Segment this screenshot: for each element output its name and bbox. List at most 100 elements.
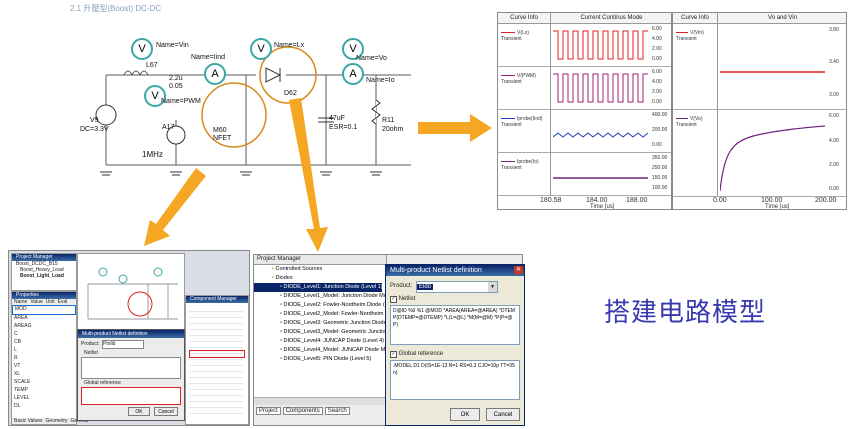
property-row[interactable]: TEMP: [14, 387, 28, 393]
tree-item[interactable]: ▪ Diodes: [254, 274, 386, 283]
ok-button[interactable]: OK: [128, 407, 150, 416]
tick-label: 350.00: [652, 155, 668, 161]
property-row[interactable]: LEVEL: [14, 395, 30, 401]
property-row[interactable]: AREA: [14, 315, 28, 321]
global-reference-textarea[interactable]: .MODEL D1 D(IS=1E-13 N=1 RS=0.3 CJO=10p …: [390, 360, 520, 400]
tab-search[interactable]: Search: [324, 407, 350, 415]
tick-label: 250.00: [652, 165, 668, 171]
tree-item[interactable]: ▫ DIODE_Level4_Model: JUNCAP Diode Mode: [254, 346, 394, 355]
trace-swatch: [501, 32, 515, 34]
voltmeter-lx[interactable]: V: [250, 38, 272, 60]
property-row[interactable]: L: [14, 347, 17, 353]
probe-vo-label: Name=Vo: [356, 55, 387, 62]
trace-name: Iprobe(Io): [517, 159, 539, 165]
tick-label: 0.00: [652, 142, 662, 148]
global-textarea[interactable]: [81, 387, 181, 405]
cancel-button[interactable]: Cancel: [486, 408, 520, 421]
bottom-tabs: Project Components Search: [256, 407, 350, 415]
tab-geometry[interactable]: Geometry: [45, 418, 68, 424]
ammeter-iind[interactable]: A: [204, 63, 226, 85]
voltmeter-vin[interactable]: V: [131, 38, 153, 60]
tree-item[interactable]: ▫ DIODE_Level2_Model: Fowler-Nordheim Di…: [254, 310, 399, 319]
tree-item[interactable]: ▪ Controlled Sources: [254, 265, 386, 274]
arrow-right: [418, 114, 492, 142]
global-label: Global reference: [84, 380, 121, 386]
tree-item[interactable]: ▫ DIODE_Level3: Geometric Junction Diode…: [254, 319, 396, 328]
close-icon[interactable]: ✕: [514, 266, 523, 274]
column-header: Unit: [45, 299, 55, 305]
schematic-canvas-mini[interactable]: [77, 253, 185, 331]
x-tick: 100.00: [761, 197, 783, 204]
ok-button[interactable]: OK: [450, 408, 480, 421]
property-row[interactable]: CB: [14, 339, 21, 345]
tab-project[interactable]: Project: [256, 407, 281, 415]
tab-components[interactable]: Components: [282, 407, 323, 415]
tree-item[interactable]: Boost_DCDC_B15: [16, 261, 58, 267]
tick-label: 3.80: [829, 27, 839, 33]
dialog-title-text: Multi-product Netlist definition: [390, 267, 482, 274]
meter-label: V: [349, 43, 357, 55]
product-select[interactable]: Eldo ▼: [416, 281, 498, 293]
schematic-wiring: [95, 46, 411, 176]
chevron-down-icon[interactable]: ▼: [488, 282, 497, 292]
tick-label: 4.00: [652, 36, 662, 42]
curve-info-header: Curve Info: [673, 13, 718, 24]
component-manager-title: Component Manager: [186, 296, 248, 303]
netlist-checkbox[interactable]: ✓ Netlist: [390, 296, 415, 303]
curve-info-header: Curve Info: [498, 13, 551, 24]
product-select[interactable]: Ptnlib: [102, 340, 144, 349]
trace-sub: Transient: [676, 122, 697, 128]
trace-row-vo: V(Vo)Transient 6.00 4.00 2.00 0.00: [673, 110, 846, 197]
curve-info-divider: [717, 13, 718, 196]
trace-swatch: [501, 118, 515, 120]
global-label: Global reference: [398, 351, 444, 357]
tree-item[interactable]: ▫ DIODE_Level2: Fowler-Nordheim Diode (L…: [254, 301, 404, 310]
trace-plot-vpwm: [553, 73, 648, 103]
tree-item[interactable]: Boost_Heavy_Load: [20, 267, 64, 273]
global-reference-checkbox[interactable]: ✓ Global reference: [390, 351, 443, 358]
component-icon: ▫: [280, 356, 282, 362]
tree-label: DIODE_Level2_Model: Fowler-Nordheim Diod…: [283, 311, 400, 317]
m60-label: M60: [213, 127, 227, 134]
trace-plot-io: [553, 177, 648, 179]
m60-type: NFET: [213, 135, 232, 142]
tick-label: 2.00: [829, 162, 839, 168]
checkbox-checked-icon: ✓: [390, 351, 397, 358]
tab-basic-values[interactable]: Basic Values: [14, 418, 43, 424]
netlist-textarea[interactable]: D@ID %0 %1 @MOD *AREA(AREA=@AREA) *DTEMP…: [390, 305, 520, 345]
horizontal-scrollbar[interactable]: [254, 397, 386, 405]
property-row[interactable]: XL: [14, 371, 21, 377]
property-row[interactable]: DL: [14, 403, 21, 409]
component-list[interactable]: [189, 306, 243, 418]
component-icon: ▫: [280, 329, 282, 335]
property-row[interactable]: VT: [14, 363, 21, 369]
tree-item-selected[interactable]: ▫ DIODE_Level1: Junction Diode (Level 1): [254, 283, 383, 292]
cancel-button[interactable]: Cancel: [154, 407, 178, 416]
property-row[interactable]: MOD: [12, 305, 76, 315]
component-icon: ▫: [280, 338, 282, 344]
tab-general[interactable]: General: [70, 418, 89, 424]
trace-name: V(Vin): [690, 30, 704, 36]
tree-item[interactable]: ▫ DIODE_Level3_Model: Geometric Junction…: [254, 328, 395, 337]
ammeter-io[interactable]: A: [342, 63, 364, 85]
netlist-textarea[interactable]: [81, 357, 181, 379]
caption-text: 搭建电路模型: [604, 298, 767, 328]
voltmeter-vo[interactable]: V: [342, 38, 364, 60]
voltmeter-pwm[interactable]: V: [144, 85, 166, 107]
tree-item[interactable]: Boost_Light_Load: [20, 273, 64, 279]
probe-pwm-label: Name=PWM: [161, 98, 201, 105]
tree-item[interactable]: ▫ DIODE_Level1_Model: Junction Diode Mod…: [254, 292, 394, 301]
schematic-title: 2.1 升壓型(Boost) DC-DC: [70, 4, 162, 13]
tick-label: 6.00: [652, 26, 662, 32]
property-row[interactable]: R: [14, 355, 18, 361]
property-row[interactable]: AREAG: [14, 323, 32, 329]
tree-item[interactable]: ▫ DIODE_Level4: JUNCAP Diode (Level 4): [254, 337, 386, 346]
curve-info-divider: [550, 13, 551, 196]
property-row[interactable]: C: [14, 331, 18, 337]
trace-swatch: [676, 32, 688, 34]
property-row[interactable]: SCALE: [14, 379, 31, 385]
tree-item[interactable]: ▫ DIODE_Level5: PIN Diode (Level 5): [254, 355, 386, 364]
tick-label: 6.00: [652, 69, 662, 75]
component-icon: ▫: [280, 320, 282, 326]
meter-label: V: [257, 43, 265, 55]
